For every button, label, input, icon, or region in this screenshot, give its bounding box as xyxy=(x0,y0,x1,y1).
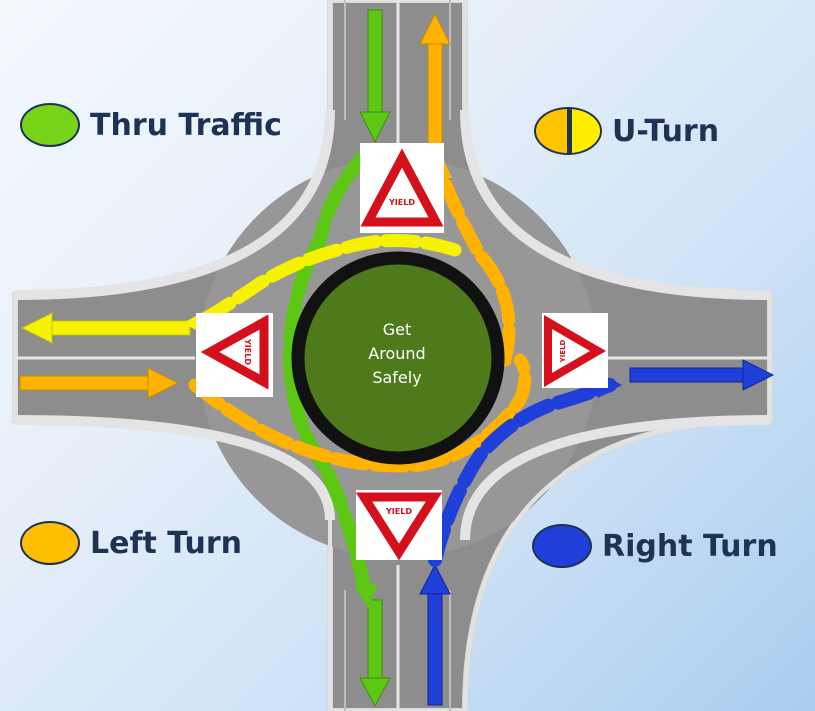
left-arrow-west-in xyxy=(19,367,180,399)
thru-arrowhead xyxy=(354,585,378,608)
right-arrow-east-out xyxy=(629,359,775,391)
right-path xyxy=(428,378,617,567)
east-yield-text: YIELD xyxy=(559,339,567,363)
uturn-arrow-west-out xyxy=(20,312,191,344)
left-turn-label: Left Turn xyxy=(90,525,242,561)
u-turn-label: U-Turn xyxy=(612,113,720,149)
west-yield-text: YIELD xyxy=(243,338,252,365)
thru-traffic-label: Thru Traffic xyxy=(90,107,282,143)
east-yield-sign: YIELD xyxy=(542,313,608,388)
left-turn-swatch xyxy=(20,521,80,565)
left-arrow-north-out xyxy=(419,12,451,151)
legend-thru-traffic: Thru Traffic xyxy=(20,103,282,147)
curb-se xyxy=(460,415,771,541)
center-label-line-2: Around xyxy=(368,344,426,363)
right-arrow-south-in xyxy=(419,563,451,706)
u-turn-swatch xyxy=(534,107,602,155)
thru-traffic-swatch xyxy=(20,103,80,147)
right-turn-label: Right Turn xyxy=(602,528,778,564)
north-yield-sign: YIELD xyxy=(360,143,444,233)
approach-arrows xyxy=(19,9,775,708)
legend-left-turn: Left Turn xyxy=(20,521,242,565)
west-yield-sign: YIELD xyxy=(196,313,273,397)
thru-arrow-north-in xyxy=(359,9,391,144)
thru-path xyxy=(282,143,377,597)
right-turn-swatch xyxy=(532,524,592,568)
curb-nw xyxy=(14,109,335,300)
thru-arrow-south-out xyxy=(359,599,391,708)
curb-sw xyxy=(14,415,335,521)
south-yield-sign: YIELD xyxy=(355,490,443,561)
legend-right-turn: Right Turn xyxy=(532,524,778,568)
center-label-line-1: Get xyxy=(382,320,412,339)
curb-ne xyxy=(460,109,771,300)
left-path-lower xyxy=(188,353,532,473)
central-island xyxy=(291,251,505,465)
center-label-line-3: Safely xyxy=(372,368,422,387)
north-yield-text: YIELD xyxy=(388,198,415,207)
center-island-label: Get Around Safely xyxy=(342,318,452,390)
uturn-path xyxy=(193,233,462,329)
legend-u-turn: U-Turn xyxy=(534,107,719,155)
left-path-upper xyxy=(433,163,516,367)
south-yield-text: YIELD xyxy=(385,507,412,516)
circulating-arrows xyxy=(188,143,617,597)
